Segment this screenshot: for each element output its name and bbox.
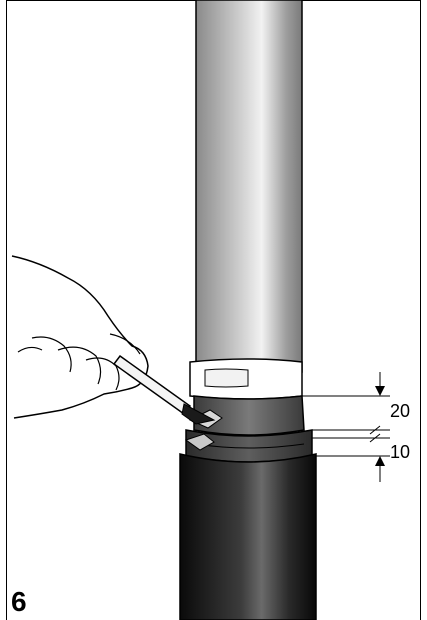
sleeve-band-upper <box>193 395 305 436</box>
dimension-lines <box>302 372 390 482</box>
upper-pipe <box>195 0 303 373</box>
dimension-label-lower: 10 <box>390 442 411 462</box>
lower-pipe <box>179 453 317 620</box>
dimension-label-upper: 20 <box>390 401 411 421</box>
tape-wrap <box>189 358 303 400</box>
step-number: 6 <box>11 586 27 617</box>
hand-with-knife <box>11 255 216 425</box>
